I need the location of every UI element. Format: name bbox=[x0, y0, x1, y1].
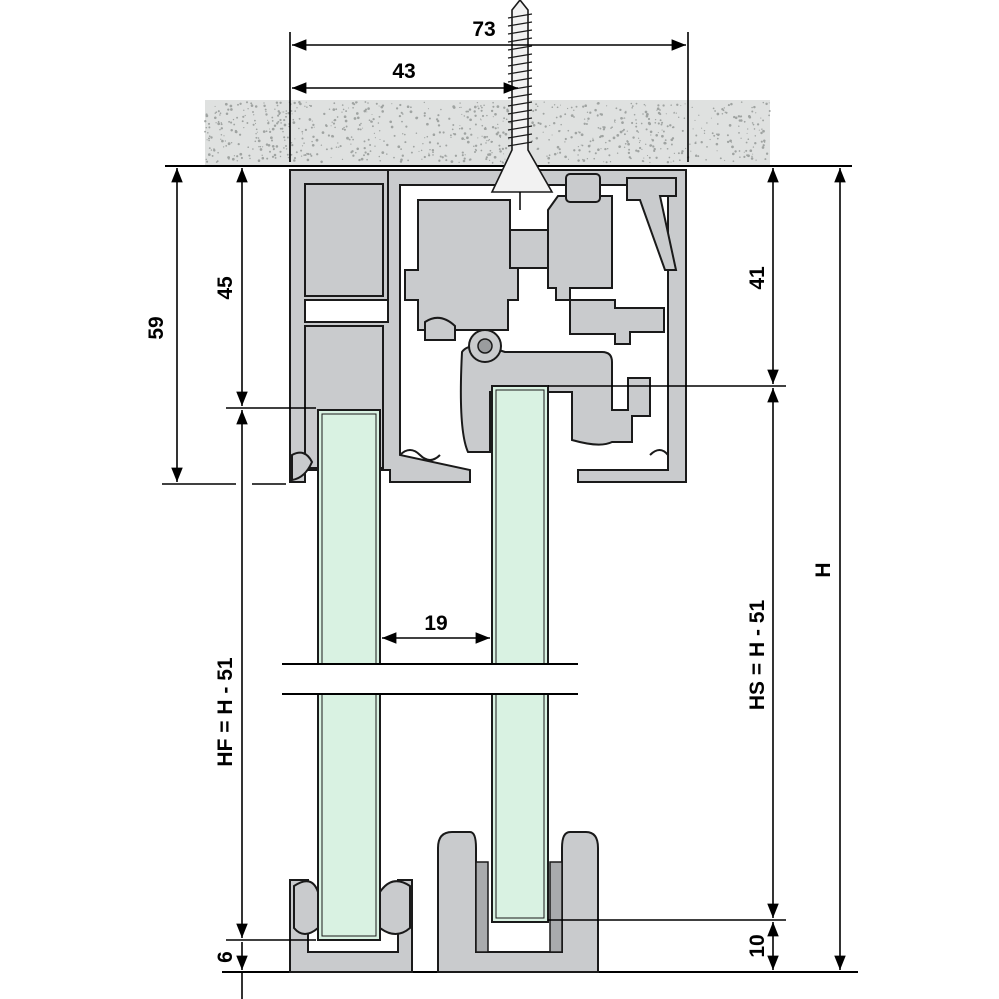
sliding-glass-panel bbox=[491, 385, 549, 923]
label-floor-left: 6 bbox=[214, 951, 237, 963]
ceiling bbox=[165, 100, 852, 167]
dimension-lines bbox=[162, 32, 846, 999]
label-fixed-panel: HF = H - 51 bbox=[214, 657, 237, 766]
bottom-profile-fixed bbox=[289, 879, 413, 973]
roller-carriage bbox=[404, 173, 665, 453]
label-width-screw: 43 bbox=[392, 60, 415, 83]
label-gap: 19 bbox=[424, 612, 447, 635]
label-height-outer: 59 bbox=[145, 316, 168, 339]
break-lines bbox=[282, 663, 578, 695]
label-height-inner: 45 bbox=[214, 276, 237, 300]
label-width-total: 73 bbox=[472, 18, 495, 41]
label-height-total: H bbox=[812, 562, 835, 577]
label-height-right-top: 41 bbox=[746, 266, 769, 290]
label-sliding-panel: HS = H - 51 bbox=[746, 600, 769, 711]
floor-guide bbox=[437, 831, 599, 973]
label-floor-right: 10 bbox=[746, 934, 769, 957]
dimension-labels: 73 43 59 45 HF = H - 51 6 19 41 HS = H -… bbox=[145, 18, 835, 963]
